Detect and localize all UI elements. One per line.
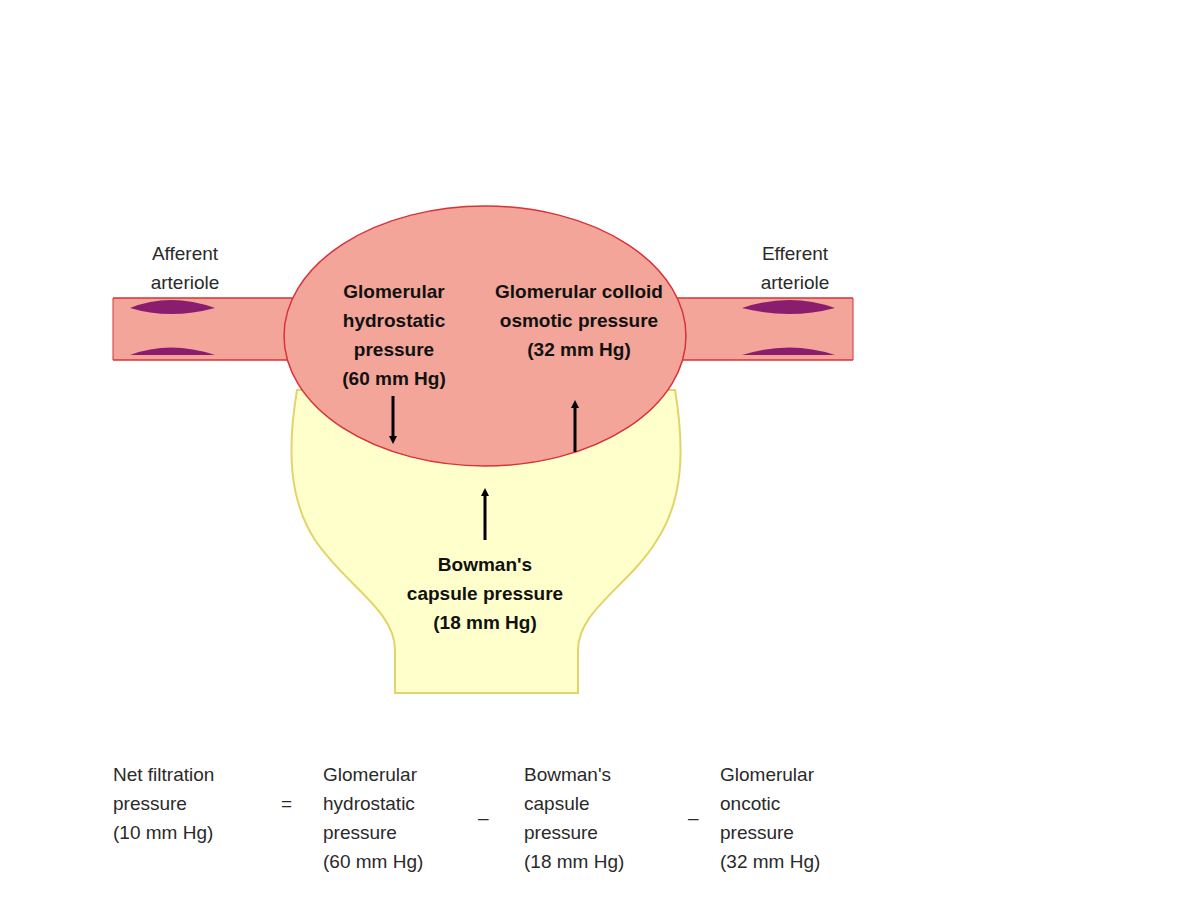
smooth-muscle xyxy=(742,348,835,356)
efferent-tube xyxy=(660,298,853,360)
equation-sign: – xyxy=(688,803,712,832)
equation-term: Glomerular hydrostatic pressure (60 mm H… xyxy=(323,760,441,876)
pressure-label: Glomerular colloid osmotic pressure (32 … xyxy=(493,277,665,364)
equation-sign: = xyxy=(281,789,305,818)
equation-term: Glomerular oncotic pressure (32 mm Hg) xyxy=(720,760,855,876)
up-arrow xyxy=(574,404,577,452)
equation-term: Bowman's capsule pressure (18 mm Hg) xyxy=(524,760,642,876)
arteriole-label: Efferent arteriole xyxy=(735,239,855,297)
afferent-tube xyxy=(113,298,313,360)
glomerulus: Glomerular hydrostatic pressure (60 mm H… xyxy=(283,204,687,468)
down-arrow xyxy=(392,396,395,440)
smooth-muscle xyxy=(130,300,215,314)
up-arrow xyxy=(484,492,487,540)
equation-term: Net filtration pressure (10 mm Hg) xyxy=(113,760,253,847)
smooth-muscle xyxy=(130,348,215,356)
pressure-label: Glomerular hydrostatic pressure (60 mm H… xyxy=(313,277,475,393)
pressure-label: Bowman's capsule pressure (18 mm Hg) xyxy=(400,550,570,637)
equation-sign: – xyxy=(478,803,502,832)
smooth-muscle xyxy=(742,300,835,314)
arteriole-label: Afferent arteriole xyxy=(125,239,245,297)
glomerulus-outline xyxy=(283,204,687,468)
